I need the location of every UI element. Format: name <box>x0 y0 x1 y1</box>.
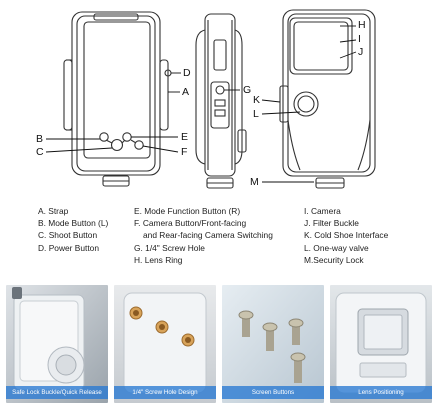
photo-screen-buttons: Screen Buttons <box>222 285 324 403</box>
front-view <box>63 11 172 187</box>
callout-e: E <box>181 131 189 143</box>
legend-item: H. Lens Ring <box>134 254 183 265</box>
legend-item: M.Security Lock <box>304 254 364 265</box>
back-view <box>279 9 376 189</box>
feature-photo-strip: Safe Lock Buckle/Quick Release 1/4" Scre… <box>6 285 434 403</box>
legend-item: G. 1/4" Screw Hole <box>134 242 205 253</box>
legend-item: I. Camera <box>304 206 341 216</box>
photo-caption: 1/4" Screw Hole Design <box>114 386 216 399</box>
callout-f: F <box>181 146 188 158</box>
legend-item: F. Camera Button/Front-facing <box>134 218 247 229</box>
photo-screw-hole: 1/4" Screw Hole Design <box>114 285 216 403</box>
callout-b: B <box>36 133 44 145</box>
legend-item: L. One-way valve <box>304 242 369 253</box>
callout-m: M <box>250 176 259 188</box>
legend-item: E. Mode Function Button (R) <box>134 206 241 216</box>
photo-lens-positioning: Lens Positioning <box>330 285 432 403</box>
side-view <box>195 13 247 189</box>
housing-diagram: D A B C E F G H I J K L M <box>0 0 439 198</box>
callout-k: K <box>253 94 261 106</box>
legend-column-2: E. Mode Function Button (R) F. Camera Bu… <box>134 205 273 266</box>
photo-caption: Lens Positioning <box>330 386 432 399</box>
legend-item: B. Mode Button (L) <box>38 218 109 229</box>
callout-a: A <box>182 86 190 98</box>
photo-caption: Screen Buttons <box>222 386 324 399</box>
callout-c: C <box>36 146 44 158</box>
legend-item: D. Power Button <box>38 242 99 253</box>
callout-j: J <box>358 46 364 58</box>
callout-d: D <box>183 67 191 79</box>
callout-i: I <box>358 33 361 45</box>
parts-legend: A. Strap B. Mode Button (L) C. Shoot But… <box>0 205 439 277</box>
photo-safe-lock: Safe Lock Buckle/Quick Release <box>6 285 108 403</box>
legend-item: J. Filter Buckle <box>304 218 359 229</box>
legend-item: K. Cold Shoe Interface <box>304 230 389 241</box>
legend-item: and Rear-facing Camera Switching <box>143 230 273 241</box>
legend-item: C. Shoot Button <box>38 230 98 241</box>
legend-column-1: A. Strap B. Mode Button (L) C. Shoot But… <box>38 205 108 254</box>
housing-line-drawing <box>45 9 376 189</box>
callout-h: H <box>358 19 366 31</box>
callout-g: G <box>243 84 252 96</box>
callout-l: L <box>253 108 259 120</box>
photo-caption: Safe Lock Buckle/Quick Release <box>6 386 108 399</box>
legend-item: A. Strap <box>38 206 69 216</box>
legend-column-3: I. Camera J. Filter Buckle K. Cold Shoe … <box>304 205 388 266</box>
